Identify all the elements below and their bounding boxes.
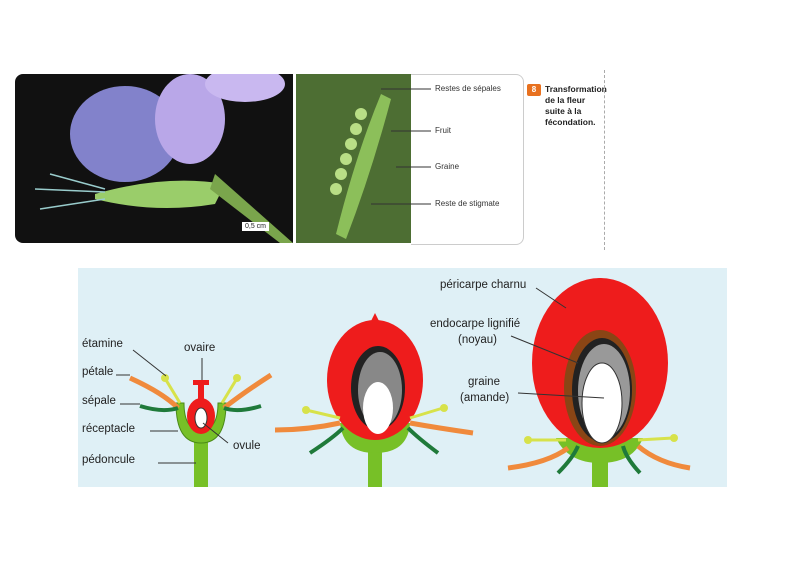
label-graine: graine (468, 376, 500, 388)
flower-to-fruit-diagram: étamine ovaire pétale sépale réceptacle … (78, 268, 727, 487)
sweet-pea-flower-photo (15, 74, 293, 243)
page-divider (604, 70, 605, 250)
label-petale: pétale (82, 366, 114, 378)
label-restes-sepales: Restes de sépales (435, 84, 501, 93)
label-receptacle: réceptacle (82, 423, 136, 435)
label-graine: Graine (435, 162, 460, 171)
label-ovaire: ovaire (184, 342, 216, 354)
label-sepale: sépale (82, 395, 116, 407)
caption-line: fécondation. (545, 117, 596, 127)
figure-number-badge: 8 (527, 84, 541, 96)
label-endocarpe: endocarpe lignifié (430, 318, 521, 330)
caption-line: suite à la (545, 106, 582, 116)
caption-line: Transformation (545, 84, 607, 94)
label-reste-stigmate: Reste de stigmate (435, 199, 500, 208)
label-amande: (amande) (460, 392, 510, 404)
diagram-drawing (116, 278, 691, 487)
label-fruit: Fruit (435, 126, 451, 135)
label-ovule: ovule (233, 440, 261, 452)
pea-pod-photo (296, 74, 411, 243)
flower-stage-3 (507, 278, 691, 487)
scale-bar: 0,5 cm (242, 222, 270, 231)
label-pericarpe: péricarpe charnu (440, 279, 527, 291)
photo-label-box: Restes de sépales Fruit Graine Reste de … (371, 74, 524, 245)
flower-stage-2 (274, 313, 474, 487)
caption-line: de la fleur (545, 95, 586, 105)
label-pedoncule: pédoncule (82, 454, 136, 466)
figure-caption: Transformation de la fleur suite à la fé… (545, 84, 607, 128)
flower-stage-1 (128, 372, 273, 487)
label-etamine: étamine (82, 338, 123, 350)
label-noyau: (noyau) (458, 334, 497, 346)
